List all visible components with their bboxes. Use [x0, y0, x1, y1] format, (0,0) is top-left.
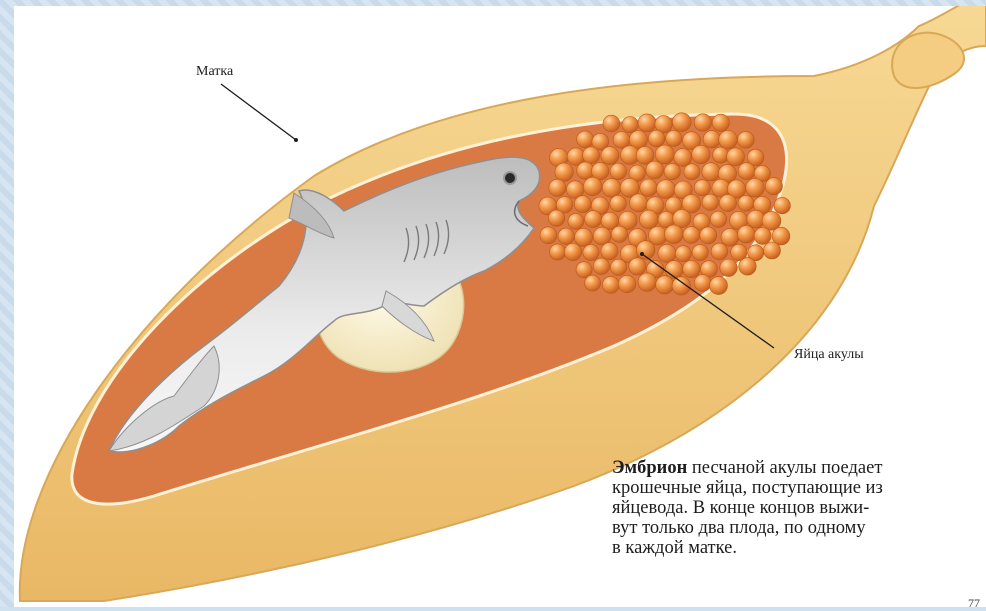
page-number: 77	[968, 596, 980, 611]
shark-egg	[702, 194, 718, 210]
shark-egg	[630, 194, 648, 212]
shark-egg	[737, 131, 754, 148]
shark-egg	[602, 179, 621, 198]
shark-egg	[558, 228, 574, 244]
illustration-page: Матка Яйца акулы Эмбрион песчаной акулы …	[14, 6, 986, 607]
caption-line-4: вут только два плода, по одному	[612, 518, 986, 538]
shark-egg	[774, 197, 790, 213]
shark-egg	[719, 194, 736, 211]
shark-egg	[664, 163, 680, 179]
shark-egg	[577, 131, 594, 148]
shark-egg	[583, 147, 600, 164]
shark-egg	[694, 114, 711, 131]
shark-egg	[622, 117, 638, 133]
shark-egg	[692, 244, 708, 260]
eggs-leader-dot	[640, 252, 644, 256]
shark-egg	[672, 113, 691, 132]
shark-egg	[666, 130, 682, 146]
shark-egg	[610, 163, 627, 180]
shark-egg	[658, 244, 676, 262]
caption-line-1: Эмбрион песчаной акулы поедает	[612, 458, 986, 478]
shark-egg	[638, 273, 656, 291]
shark-egg	[683, 260, 700, 277]
shark-egg	[764, 242, 781, 259]
shark-egg	[656, 180, 675, 199]
shark-egg	[585, 275, 601, 291]
shark-egg	[727, 148, 745, 166]
shark-egg	[713, 147, 729, 163]
shark-egg	[568, 213, 584, 229]
shark-egg	[675, 246, 691, 262]
uterus-label: Матка	[196, 64, 233, 80]
shark-egg	[574, 196, 591, 213]
shark-egg	[720, 259, 737, 276]
caption: Эмбрион песчаной акулы поедает крошечные…	[612, 458, 986, 558]
shark-egg	[610, 195, 627, 212]
shark-egg	[719, 131, 738, 150]
shark-egg	[739, 258, 756, 275]
shark-egg	[765, 178, 782, 195]
shark-egg	[610, 259, 626, 275]
shark-egg	[583, 177, 602, 196]
shark-egg	[601, 243, 618, 260]
shark-egg	[746, 179, 765, 198]
shark-egg	[593, 227, 611, 245]
shark-egg	[665, 225, 684, 244]
shark-egg	[555, 163, 573, 181]
shark-egg	[754, 227, 771, 244]
shark-egg	[550, 244, 566, 260]
shark-egg	[602, 276, 619, 293]
shark-egg	[684, 164, 700, 180]
shark-egg	[611, 226, 627, 242]
shark-egg	[656, 276, 674, 294]
shark-egg	[549, 179, 566, 196]
shark-egg	[700, 227, 717, 244]
caption-line-2: крошечные яйца, поступающие из	[612, 478, 986, 498]
caption-line-1-rest: песчаной акулы поедает	[687, 458, 882, 478]
shark-egg	[601, 147, 619, 165]
shark-egg	[711, 243, 728, 260]
shark-egg	[618, 275, 635, 292]
shark-egg	[575, 228, 593, 246]
shark-egg	[540, 227, 557, 244]
shark-egg	[665, 261, 683, 279]
shark-egg	[710, 277, 728, 295]
shark-egg	[674, 149, 692, 167]
shark-egg	[629, 258, 646, 275]
shark-egg	[639, 210, 658, 229]
uterus-leader-line	[221, 84, 296, 140]
caption-line-3: яйцевода. В конце концов выжи-	[612, 498, 986, 518]
shark-egg	[683, 227, 700, 244]
shark-egg	[710, 211, 726, 227]
shark-egg	[640, 179, 657, 196]
shark-egg	[703, 131, 720, 148]
shark-egg	[694, 274, 711, 291]
shark-egg	[583, 244, 599, 260]
shark-egg	[721, 228, 739, 246]
uterus-leader-dot	[294, 138, 298, 142]
oviduct	[892, 33, 964, 88]
caption-line-5: в каждой матке.	[612, 538, 986, 558]
shark-egg	[655, 145, 674, 164]
shark-egg	[738, 163, 755, 180]
shark-egg	[694, 180, 710, 196]
caption-bold-word: Эмбрион	[612, 458, 687, 478]
shark-egg	[646, 161, 664, 179]
shark-egg	[548, 210, 564, 226]
shark-egg	[738, 226, 755, 243]
shark-egg	[738, 195, 754, 211]
shark-egg	[593, 258, 609, 274]
shark-eye	[504, 172, 516, 184]
shark-egg	[638, 114, 656, 132]
shark-egg	[564, 243, 581, 260]
shark-egg	[648, 130, 665, 147]
shark-egg	[702, 163, 720, 181]
eggs-label: Яйца акулы	[794, 347, 864, 363]
shark-egg	[603, 115, 620, 132]
shark-egg	[585, 211, 602, 228]
shark-egg	[712, 114, 729, 131]
shark-egg	[692, 145, 710, 163]
